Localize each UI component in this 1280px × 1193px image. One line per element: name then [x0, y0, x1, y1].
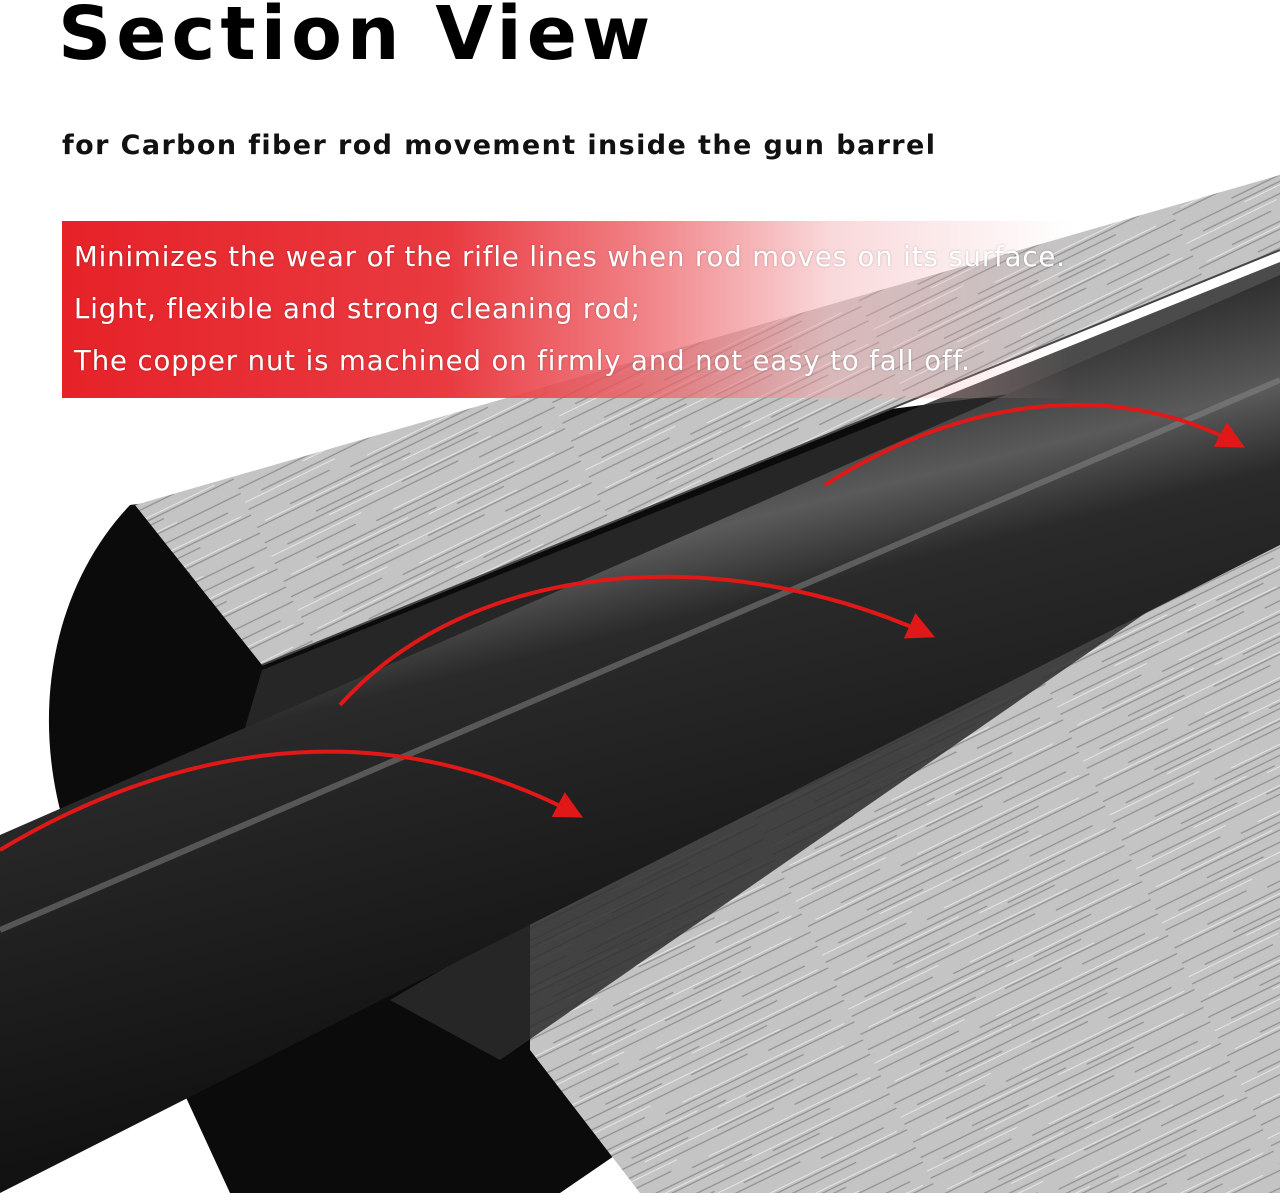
rod-highlight	[0, 377, 1280, 933]
movement-arrow-2	[338, 574, 936, 707]
cleaning-rod	[0, 275, 1280, 1193]
page-subtitle: for Carbon fiber rod movement inside the…	[62, 130, 937, 161]
feature-banner: Minimizes the wear of the rifle lines wh…	[62, 221, 1162, 398]
page-title: Section View	[58, 0, 656, 77]
feature-item: Minimizes the wear of the rifle lines wh…	[74, 241, 1066, 273]
feature-item: Light, flexible and strong cleaning rod;	[74, 293, 641, 325]
movement-arrow-1	[0, 749, 583, 852]
movement-arrow-3	[823, 402, 1245, 487]
feature-list: Minimizes the wear of the rifle lines wh…	[62, 221, 1162, 387]
feature-item: The copper nut is machined on firmly and…	[74, 345, 971, 377]
